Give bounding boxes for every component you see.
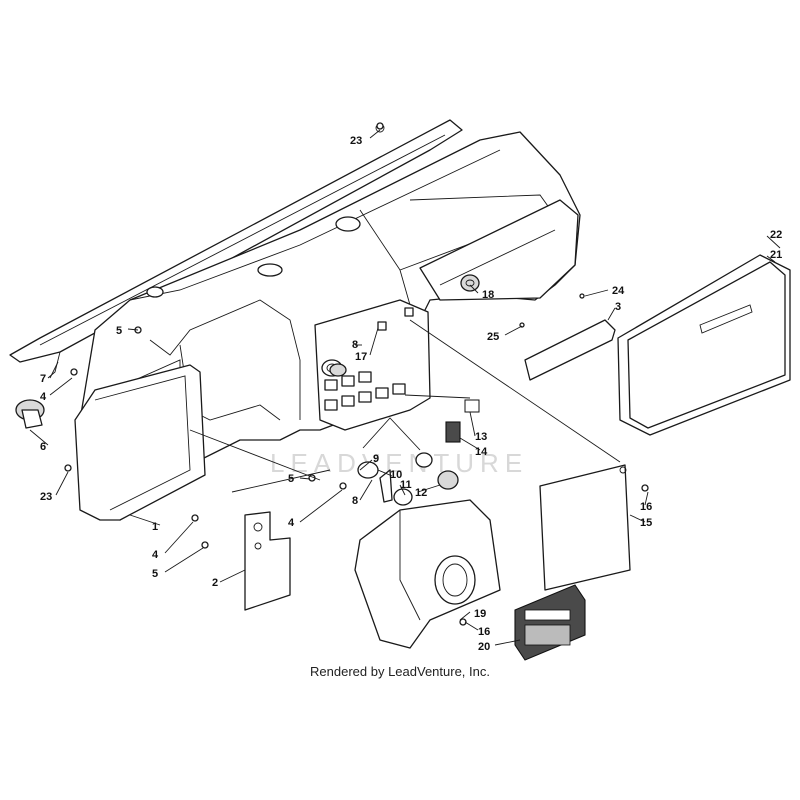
rocker-switch[interactable] <box>445 399 480 443</box>
callout-19[interactable]: 19 <box>474 608 486 620</box>
callout-8b[interactable]: 8 <box>352 495 358 507</box>
radio-housing[interactable] <box>354 499 501 649</box>
callout-25[interactable]: 25 <box>487 331 499 343</box>
glove-box-opening[interactable] <box>419 199 579 301</box>
callout-2[interactable]: 2 <box>212 577 218 589</box>
callout-5b[interactable]: 5 <box>152 568 158 580</box>
callout-16b[interactable]: 16 <box>478 626 490 638</box>
callout-5a[interactable]: 5 <box>116 325 122 337</box>
glove-box-trim[interactable] <box>524 319 616 381</box>
callout-4a[interactable]: 4 <box>40 391 47 403</box>
callout-6[interactable]: 6 <box>40 441 46 453</box>
callout-10[interactable]: 10 <box>390 469 402 481</box>
callout-7[interactable]: 7 <box>40 373 46 385</box>
callout-leaders <box>29 129 781 646</box>
callout-12[interactable]: 12 <box>415 487 427 499</box>
fasteners[interactable] <box>64 122 649 626</box>
callout-21[interactable]: 21 <box>770 249 782 261</box>
render-credit: Rendered by LeadVenture, Inc. <box>310 664 490 679</box>
callout-8a[interactable]: 8 <box>352 339 358 351</box>
callout-14[interactable]: 14 <box>475 446 488 458</box>
dash-top-trim[interactable] <box>9 119 463 379</box>
callout-1[interactable]: 1 <box>152 521 158 533</box>
assembly-lines <box>189 319 621 493</box>
ignition-switch[interactable] <box>15 399 45 429</box>
callout-22[interactable]: 22 <box>770 229 782 241</box>
callout-13[interactable]: 13 <box>475 431 487 443</box>
callout-4b[interactable]: 4 <box>152 549 159 561</box>
watermark-text: LEADVENTURE <box>270 448 528 478</box>
callout-5c[interactable]: 5 <box>288 473 294 485</box>
callout-9[interactable]: 9 <box>373 453 379 465</box>
callout-3[interactable]: 3 <box>615 301 621 313</box>
callout-24[interactable]: 24 <box>612 285 625 297</box>
power-outlet[interactable] <box>329 363 347 377</box>
glove-box-door[interactable] <box>617 254 791 436</box>
callout-23a[interactable]: 23 <box>350 135 362 147</box>
left-pocket[interactable] <box>74 364 206 521</box>
callout-20[interactable]: 20 <box>478 641 490 653</box>
callout-17[interactable]: 17 <box>355 351 367 363</box>
callout-16a[interactable]: 16 <box>640 501 652 513</box>
radio-unit[interactable] <box>514 584 586 661</box>
callout-labels: 23 5 7 4 6 23 1 4 5 2 5 4 8 8 17 9 10 11… <box>40 135 782 653</box>
callout-15[interactable]: 15 <box>640 517 652 529</box>
mounting-plate[interactable] <box>244 511 291 611</box>
callout-11[interactable]: 11 <box>400 479 412 491</box>
knob-assembly[interactable] <box>357 452 459 506</box>
callout-23b[interactable]: 23 <box>40 491 52 503</box>
cover-plate[interactable] <box>539 464 631 591</box>
center-switch-panel[interactable] <box>314 299 431 431</box>
callout-4c[interactable]: 4 <box>288 517 295 529</box>
callout-18[interactable]: 18 <box>482 289 494 301</box>
